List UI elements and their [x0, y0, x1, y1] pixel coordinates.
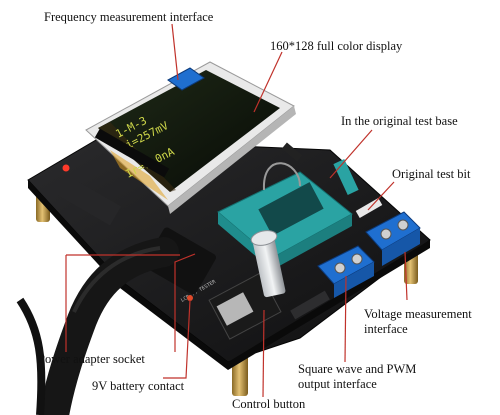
label-test-bit: Original test bit: [392, 167, 471, 181]
leader-power: [174, 253, 196, 352]
test-bit-pads: [355, 198, 383, 218]
battery-contact-marker: [187, 295, 193, 301]
label-voltage-line2: interface: [364, 322, 408, 336]
label-pwm-line2: output interface: [298, 377, 377, 391]
frequency-terminal: [167, 67, 205, 91]
label-battery-contact: 9V battery contact: [92, 379, 185, 393]
label-power-socket: Power adapter socket: [38, 352, 145, 366]
power-cable: [16, 227, 217, 415]
header-pins: [94, 128, 170, 178]
terminal-block-voltage: [365, 211, 421, 266]
leader-display: [253, 51, 283, 113]
leader-test-base: [329, 129, 373, 179]
leader-lines: [65, 23, 408, 398]
power-led: [62, 164, 70, 172]
leader-voltage: [404, 251, 408, 301]
terminal-block-pwm: [317, 245, 375, 298]
leader-test-bit: [367, 181, 395, 211]
label-display: 160*128 full color display: [270, 39, 403, 53]
label-pwm-line1: Square wave and PWM: [298, 362, 417, 376]
leader-control: [262, 309, 265, 398]
label-control-button: Control button: [232, 397, 306, 411]
label-voltage-line1: Voltage measurement: [364, 307, 472, 321]
zif-socket: [217, 142, 359, 270]
leader-pwm: [344, 275, 347, 363]
leader-battery: [163, 299, 191, 379]
leader-frequency: [171, 23, 179, 81]
pcb-board: LCR-T4 TESTER: [27, 139, 431, 370]
label-frequency-interface: Frequency measurement interface: [44, 10, 214, 24]
label-test-base: In the original test base: [341, 114, 458, 128]
rotary-encoder: [208, 230, 286, 340]
